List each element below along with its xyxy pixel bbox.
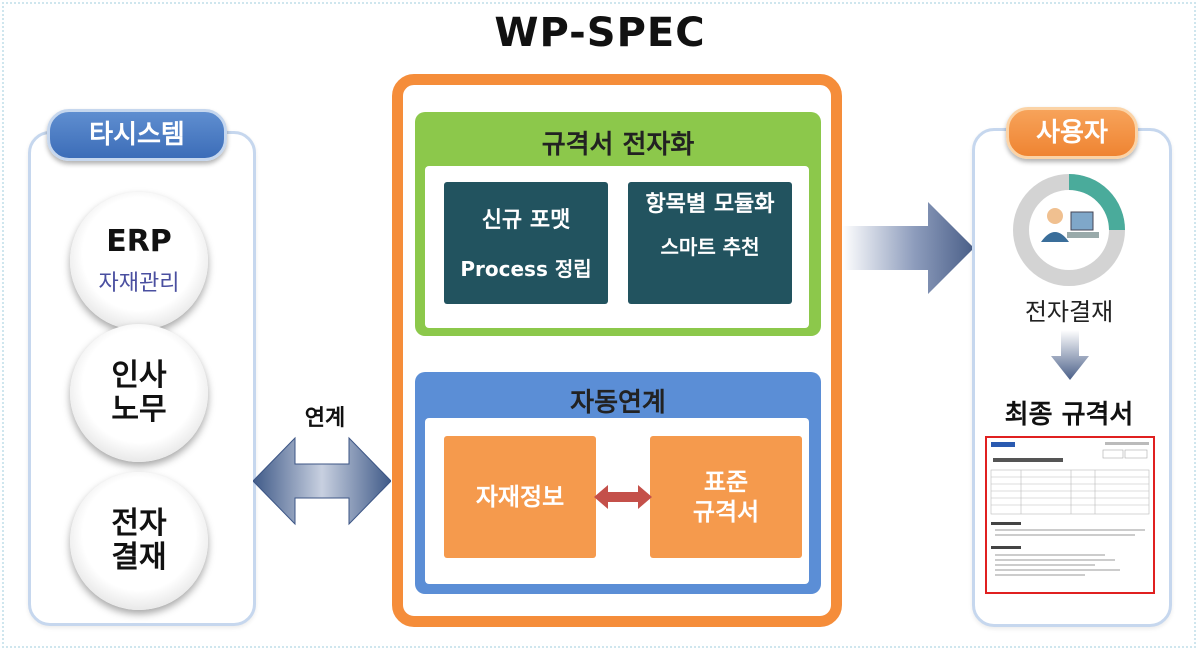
erp-sublabel: 자재관리 bbox=[98, 271, 180, 296]
hr-circle: 인사 노무 bbox=[70, 324, 208, 462]
wp-spec-box: 규격서 전자화 신규 포맷 Process 정립 항목별 모듈화 스마트 추천 … bbox=[392, 74, 842, 627]
bidirectional-arrow-icon bbox=[594, 485, 652, 509]
modular-label: 항목별 모듈화 bbox=[645, 192, 775, 217]
auto-link-header: 자동연계 bbox=[570, 388, 666, 418]
right-panel-header: 사용자 bbox=[1006, 107, 1138, 159]
approval-label: 전자 결재 bbox=[111, 506, 167, 575]
user-computer-icon bbox=[1013, 174, 1125, 286]
erp-circle: ERP 자재관리 bbox=[70, 192, 208, 330]
double-arrow-icon bbox=[253, 436, 391, 526]
hr-label: 인사 노무 bbox=[111, 358, 167, 427]
modular-box: 항목별 모듈화 스마트 추천 bbox=[628, 182, 792, 304]
approval-caption: 전자결재 bbox=[1024, 298, 1114, 326]
new-format-label: 신규 포맷 bbox=[481, 208, 571, 233]
output-arrow-icon bbox=[842, 202, 974, 294]
diagram-title: WP-SPEC bbox=[494, 10, 706, 56]
standard-spec-label: 표준 규격서 bbox=[692, 468, 760, 526]
spec-document-thumbnail bbox=[985, 436, 1155, 594]
final-spec-title: 최종 규격서 bbox=[1004, 400, 1134, 430]
new-format-box: 신규 포맷 Process 정립 bbox=[444, 182, 608, 304]
digitization-header: 규격서 전자화 bbox=[541, 130, 695, 160]
smart-recommend-label: 스마트 추천 bbox=[660, 235, 760, 259]
link-label: 연계 bbox=[304, 406, 346, 431]
approval-circle: 전자 결재 bbox=[70, 472, 208, 610]
digitization-section: 규격서 전자화 신규 포맷 Process 정립 항목별 모듈화 스마트 추천 bbox=[415, 112, 821, 336]
material-info-label: 자재정보 bbox=[475, 483, 565, 511]
material-info-box: 자재정보 bbox=[444, 436, 596, 558]
process-label: Process 정립 bbox=[460, 257, 592, 281]
left-panel-header: 타시스템 bbox=[47, 109, 227, 161]
auto-link-section: 자동연계 자재정보 표준 규격서 bbox=[415, 372, 821, 594]
erp-label: ERP bbox=[106, 224, 172, 259]
down-arrow-icon bbox=[1051, 330, 1089, 380]
standard-spec-box: 표준 규격서 bbox=[650, 436, 802, 558]
